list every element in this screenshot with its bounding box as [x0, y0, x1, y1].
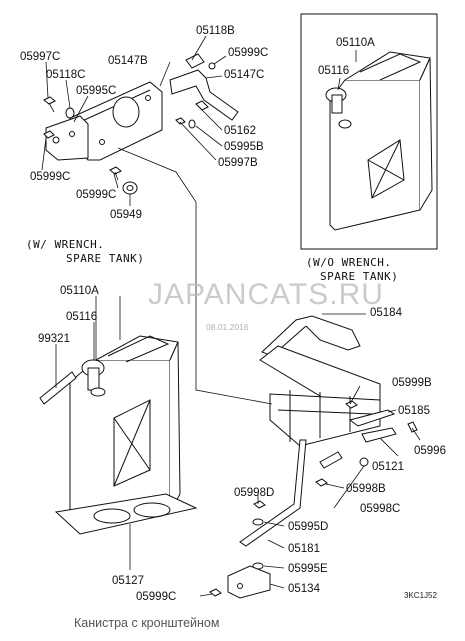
part-labels: 05118B 05999C 05997C 05147B 05147C 05118… — [20, 25, 446, 603]
label-05997B: 05997B — [218, 157, 258, 169]
label-05999C-mid: 05999C — [76, 189, 116, 201]
label-05996: 05996 — [414, 445, 446, 457]
watermark-date: 08.01.2016 — [206, 322, 249, 332]
label-05999C-left: 05999C — [30, 171, 70, 183]
leader-lines — [41, 35, 421, 597]
label-05162: 05162 — [224, 125, 256, 137]
label-05999C-top: 05999C — [228, 47, 268, 59]
label-05998D: 05998D — [234, 487, 274, 499]
label-05116-right: 05116 — [318, 65, 349, 77]
group-notes: (W/ WRENCH. SPARE TANK) (W/O WRENCH. SPA… — [26, 238, 398, 283]
label-05999C-bottom: 05999C — [136, 591, 176, 603]
strap-bracket — [169, 53, 239, 129]
label-99321: 99321 — [38, 333, 70, 345]
fuel-can-top-right — [300, 13, 438, 250]
label-05995C: 05995C — [76, 85, 116, 97]
label-05118B: 05118B — [196, 25, 235, 37]
label-05110A-left: 05110A — [60, 285, 99, 297]
label-05134: 05134 — [288, 583, 321, 595]
label-05995B: 05995B — [224, 141, 264, 153]
group-frame-right — [300, 13, 438, 250]
label-05116-left: 05116 — [66, 311, 97, 323]
label-05121: 05121 — [372, 461, 404, 473]
label-05949: 05949 — [110, 209, 142, 221]
label-05995E: 05995E — [288, 563, 328, 575]
watermark-text: JAPANCATS.RU — [148, 278, 384, 311]
label-05997C: 05997C — [20, 51, 60, 63]
label-05147B: 05147B — [108, 55, 148, 67]
group-without-wrench-line1: (W/O WRENCH. — [306, 256, 391, 269]
label-05118C: 05118C — [46, 69, 85, 81]
diagram-code: 3KC1J52 — [404, 591, 437, 600]
label-05110A-right: 05110A — [336, 37, 375, 49]
label-05998C: 05998C — [360, 503, 400, 515]
label-05995D: 05995D — [288, 521, 328, 533]
bracket-assembly-top — [43, 81, 163, 195]
label-05998B: 05998B — [346, 483, 386, 495]
label-05147C: 05147C — [224, 69, 264, 81]
group-with-wrench-line1: (W/ WRENCH. — [26, 238, 104, 251]
carrier-assembly — [209, 315, 418, 599]
fuel-can-left — [39, 335, 198, 535]
group-with-wrench-line2: SPARE TANK) — [66, 252, 144, 265]
label-05184: 05184 — [370, 307, 403, 319]
group-without-wrench-line2: SPARE TANK) — [320, 270, 398, 283]
label-05999B: 05999B — [392, 377, 432, 389]
label-05181: 05181 — [288, 543, 320, 555]
label-05185: 05185 — [398, 405, 430, 417]
page-caption: Канистра с кронштейном — [74, 616, 220, 630]
label-05127: 05127 — [112, 575, 144, 587]
